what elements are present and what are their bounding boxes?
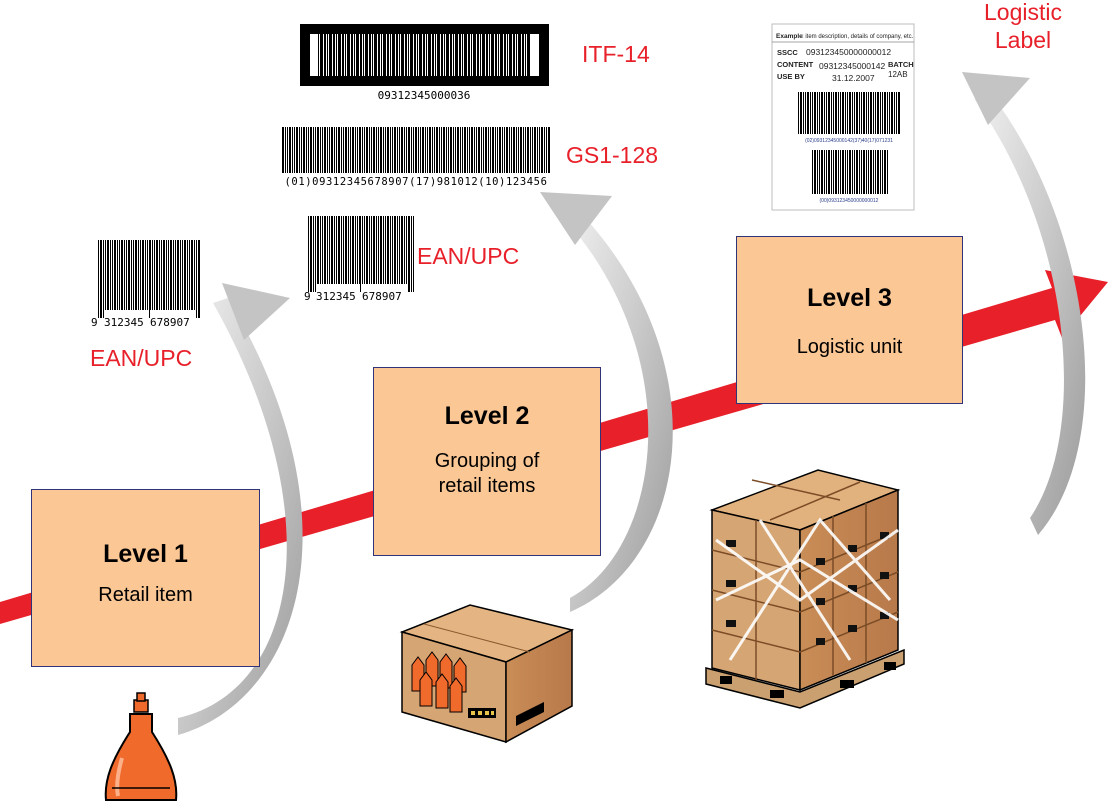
level-3-title: Level 3 [807, 284, 892, 312]
label-use-by: USE BY [777, 72, 805, 81]
label-batch: BATCH [888, 60, 914, 69]
pallet-icon [705, 469, 905, 709]
label-content: CONTENT [777, 60, 814, 69]
label-hri-1: (02)09312345000142(37)40(17)071231 [805, 138, 893, 144]
itf14-label: ITF-14 [582, 41, 650, 67]
gs1-128-label: GS1-128 [566, 142, 659, 168]
label-hri-2: (00)093123450000000012 [820, 198, 879, 204]
label-barcode-1 [797, 92, 901, 134]
level-2-title: Level 2 [444, 402, 530, 430]
logistic-label-title: Logistic Label [968, 0, 1078, 54]
detergent-bottle-icon [104, 692, 178, 801]
swoosh-arrow-level3 [962, 72, 1086, 535]
gs1-128-barcode: (01)09312345678907(17)981012(10)123456 [282, 127, 550, 188]
level-2-description-line1: Grouping of [434, 450, 540, 472]
label-batch-value: 12AB [888, 70, 908, 79]
level-1-description: Retail item [98, 584, 193, 606]
logistic-label-title-line2: Label [994, 27, 1052, 53]
ean-barcode-level1: 9 312345 678907 [91, 240, 201, 329]
ean1-left-digits: 312345 [104, 316, 144, 329]
ean2-first-digit: 9 [304, 290, 311, 303]
label-sscc: SSCC [777, 48, 798, 57]
level-3-description: Logistic unit [796, 336, 903, 358]
case-box-icon [399, 604, 575, 744]
label-sscc-value: 093123450000000012 [806, 47, 891, 57]
level-2-box: Level 2 Grouping of retail items [373, 367, 601, 556]
ean2-right-digits: 678907 [362, 290, 402, 303]
itf14-barcode: 09312345000036 [300, 24, 549, 102]
ean-barcode-level2: 9 312345 678907 [304, 216, 414, 303]
label-header-text: : item description, details of company, … [802, 34, 914, 40]
level-1-title: Level 1 [103, 540, 188, 568]
swoosh-arrow-level2 [540, 192, 673, 612]
ean1-first-digit: 9 [91, 316, 98, 329]
gs1-128-number: (01)09312345678907(17)981012(10)123456 [284, 176, 547, 188]
ean2-left-digits: 312345 [316, 290, 356, 303]
itf14-number: 09312345000036 [378, 89, 471, 102]
logistic-label: Example : item description, details of c… [771, 23, 915, 211]
ean1-right-digits: 678907 [150, 316, 190, 329]
ean-upc-label-level2: EAN/UPC [417, 243, 520, 269]
label-header-prefix: Example [776, 33, 803, 40]
level-1-box: Level 1 Retail item [31, 489, 260, 667]
logistic-label-title-line1: Logistic [984, 0, 1062, 25]
label-use-by-value: 31.12.2007 [832, 73, 875, 83]
label-content-value: 09312345000142 [819, 61, 885, 71]
label-barcode-2 [812, 150, 888, 194]
swoosh-arrow-level1 [178, 283, 303, 735]
level-3-box: Level 3 Logistic unit [736, 236, 963, 404]
ean-upc-label-level1: EAN/UPC [90, 345, 193, 371]
level-2-description-line2: retail items [438, 475, 536, 497]
